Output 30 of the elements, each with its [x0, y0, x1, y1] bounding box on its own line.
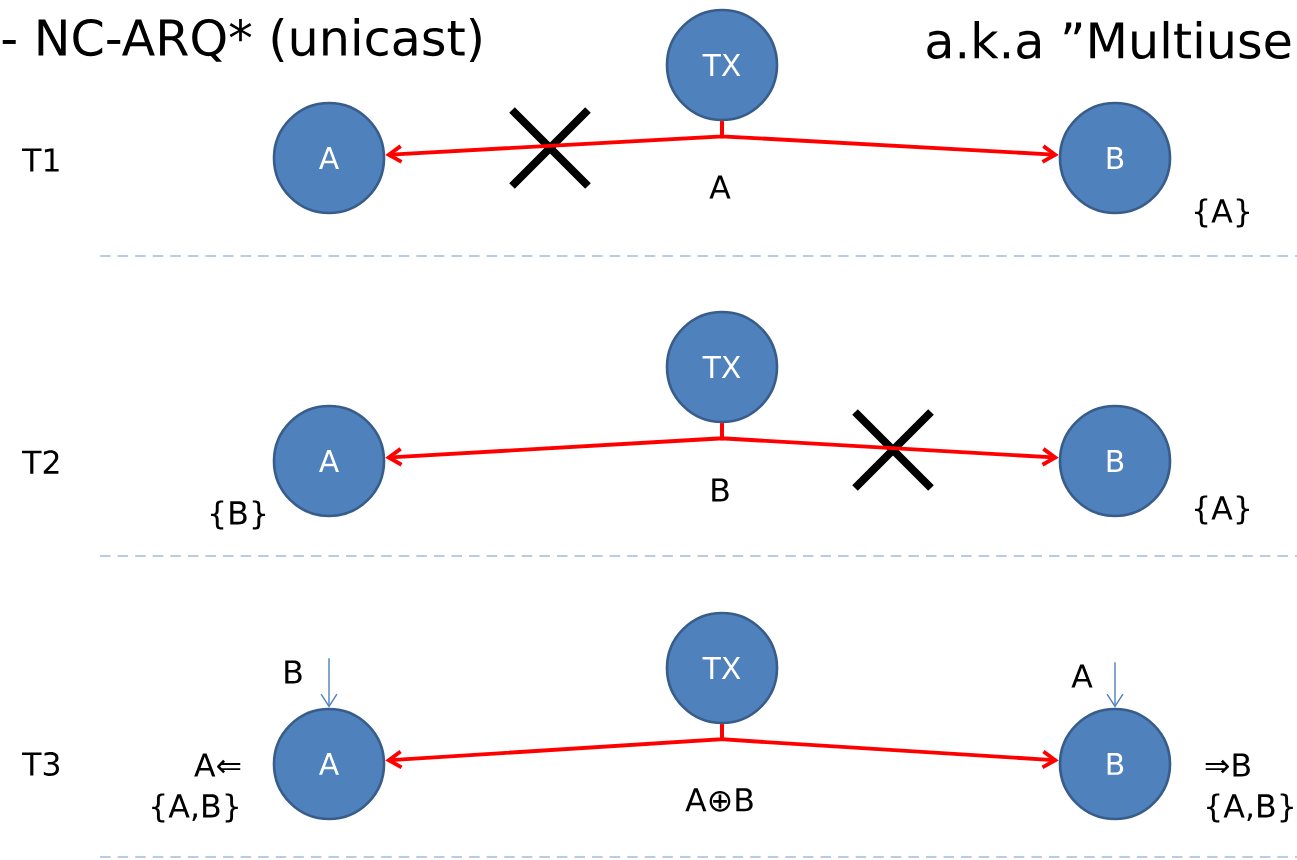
buffer-label: {A} — [1195, 495, 1249, 525]
transmitter-node: TX — [665, 611, 779, 725]
arrow — [1106, 661, 1124, 708]
receiver-node: B — [1058, 707, 1172, 821]
arrow — [720, 121, 1059, 164]
arrow — [720, 724, 1059, 770]
packet-label: A⊕B — [685, 788, 753, 812]
buffer-label: {A,B} — [152, 793, 238, 823]
buffer-label: A⇐ — [194, 753, 241, 777]
packet-label: A — [709, 175, 731, 199]
packet-label: B — [712, 478, 729, 502]
receiver-node: B — [1058, 404, 1172, 518]
buffer-label: ⇒B — [1205, 753, 1250, 777]
receiver-node: A — [272, 707, 386, 821]
packet-label: B — [285, 660, 302, 684]
transmitter-node: TX — [665, 8, 779, 122]
packet-label: A — [1071, 664, 1093, 688]
transmitter-node: TX — [665, 310, 779, 424]
arrow — [720, 423, 1059, 467]
buffer-label: {B} — [211, 500, 266, 530]
buffer-label: {A} — [1195, 198, 1249, 228]
time-slot-label: T3 — [22, 752, 60, 776]
time-slot-label: T2 — [22, 450, 59, 474]
title: - NC-ARQ* (unicast) — [2, 18, 481, 62]
time-slot-label: T1 — [22, 148, 59, 172]
receiver-node: A — [272, 101, 386, 215]
receiver-node: A — [272, 404, 386, 518]
receiver-node: B — [1058, 101, 1172, 215]
arrow — [320, 657, 338, 708]
buffer-label: {A,B} — [1207, 793, 1293, 823]
